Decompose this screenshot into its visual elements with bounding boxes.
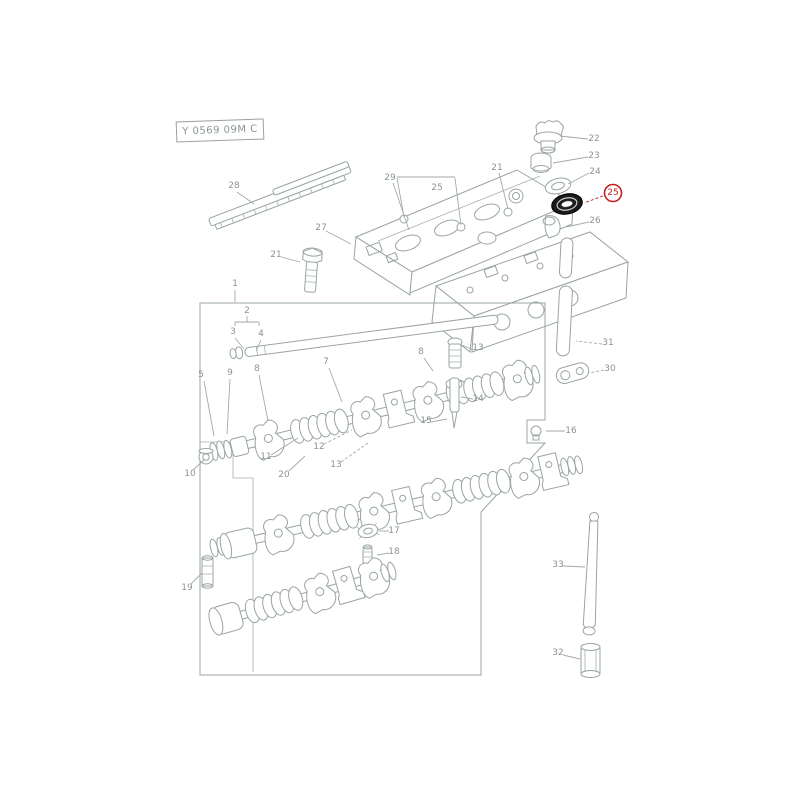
leader-line	[190, 572, 203, 585]
rocker-assembly-3	[208, 554, 399, 636]
rocker-assembly-2	[208, 450, 585, 560]
callout-26: 26	[589, 216, 601, 226]
leader-line	[226, 378, 231, 435]
leader-line	[234, 337, 245, 350]
tappet	[580, 643, 601, 678]
leader-line	[460, 396, 474, 400]
callout-30: 30	[604, 364, 616, 374]
clip-ball	[530, 425, 542, 437]
callout-25: 25	[607, 188, 618, 198]
breather-tube	[555, 237, 574, 357]
callout-22: 22	[588, 134, 599, 144]
leader-line	[288, 455, 306, 472]
leader-line	[392, 182, 410, 231]
callout-18: 18	[388, 547, 400, 557]
rocker-assembly-1	[207, 357, 542, 462]
leader-line	[559, 135, 589, 140]
leader-line	[498, 172, 509, 210]
callout-21: 21	[270, 250, 281, 260]
breather-elbow	[544, 215, 561, 239]
leader-line	[192, 459, 205, 471]
leader-line	[325, 230, 352, 245]
leader-line	[430, 418, 448, 423]
valve-cover	[353, 169, 575, 296]
highlighted-seal-part	[551, 193, 583, 215]
leader-line	[258, 374, 269, 422]
tube-clamp	[555, 362, 590, 384]
callout-12: 12	[313, 442, 324, 452]
figure-reference-label: Y 0569 09M C	[175, 118, 265, 143]
leader-line	[565, 221, 590, 228]
leader-line	[396, 177, 405, 218]
push-rod	[582, 512, 600, 636]
stud	[362, 544, 373, 565]
leader-line	[340, 442, 369, 463]
leader-line	[328, 367, 343, 403]
callout-10: 10	[184, 469, 196, 479]
leader-line	[588, 369, 605, 374]
callout-23: 23	[588, 151, 599, 161]
leader-line	[567, 172, 590, 185]
callout-28: 28	[228, 181, 240, 191]
shaft-nut	[198, 448, 214, 465]
cover-strip	[208, 161, 352, 230]
callout-25: 25	[431, 183, 442, 193]
callout-21: 21	[491, 163, 502, 173]
callout-32: 32	[552, 648, 563, 658]
leader-line	[236, 191, 255, 205]
callout-31: 31	[602, 338, 613, 348]
leader-line	[376, 552, 390, 556]
callout-8: 8	[254, 364, 260, 374]
callout-29: 29	[384, 173, 396, 183]
callout-4: 4	[258, 329, 264, 339]
callout-14: 14	[472, 394, 484, 404]
callout-16: 16	[565, 426, 577, 436]
callout-9: 9	[227, 368, 233, 378]
leader-line	[280, 256, 301, 263]
callout-15: 15	[420, 416, 431, 426]
spacer-sleeve	[201, 555, 214, 589]
adjusting-screw-group	[445, 337, 463, 429]
callout-27: 27	[315, 223, 326, 233]
callout-2: 2	[244, 306, 250, 316]
callout-3: 3	[230, 327, 236, 337]
leader-line	[203, 380, 215, 437]
callout-8: 8	[418, 347, 424, 357]
callout-20: 20	[278, 470, 290, 480]
leader-line	[583, 195, 604, 204]
callout-5: 5	[198, 370, 204, 380]
leader-line	[575, 340, 603, 345]
callout-19: 19	[181, 583, 193, 593]
callout-24: 24	[589, 167, 601, 177]
callout-1: 1	[232, 279, 238, 289]
cap-ferrule	[530, 152, 552, 173]
callout-17: 17	[388, 526, 399, 536]
leader-line	[562, 654, 581, 660]
leader-line	[461, 344, 474, 351]
leader-line	[454, 177, 462, 226]
callout-11: 11	[260, 452, 271, 462]
callout-13: 13	[472, 343, 483, 353]
callout-13: 13	[330, 460, 341, 470]
highlight-circle	[603, 183, 623, 203]
cover-bolt	[302, 247, 323, 293]
adjuster-nut	[356, 522, 380, 540]
leader-line	[323, 429, 353, 445]
callout-33: 33	[552, 560, 563, 570]
leader-line	[423, 357, 434, 372]
leader-line	[255, 339, 262, 352]
filler-cap	[533, 120, 564, 154]
leader-line	[552, 156, 589, 164]
leader-line	[562, 565, 586, 568]
leader-line	[270, 437, 299, 456]
callout-7: 7	[323, 357, 329, 367]
rocker-shaft	[229, 314, 499, 360]
